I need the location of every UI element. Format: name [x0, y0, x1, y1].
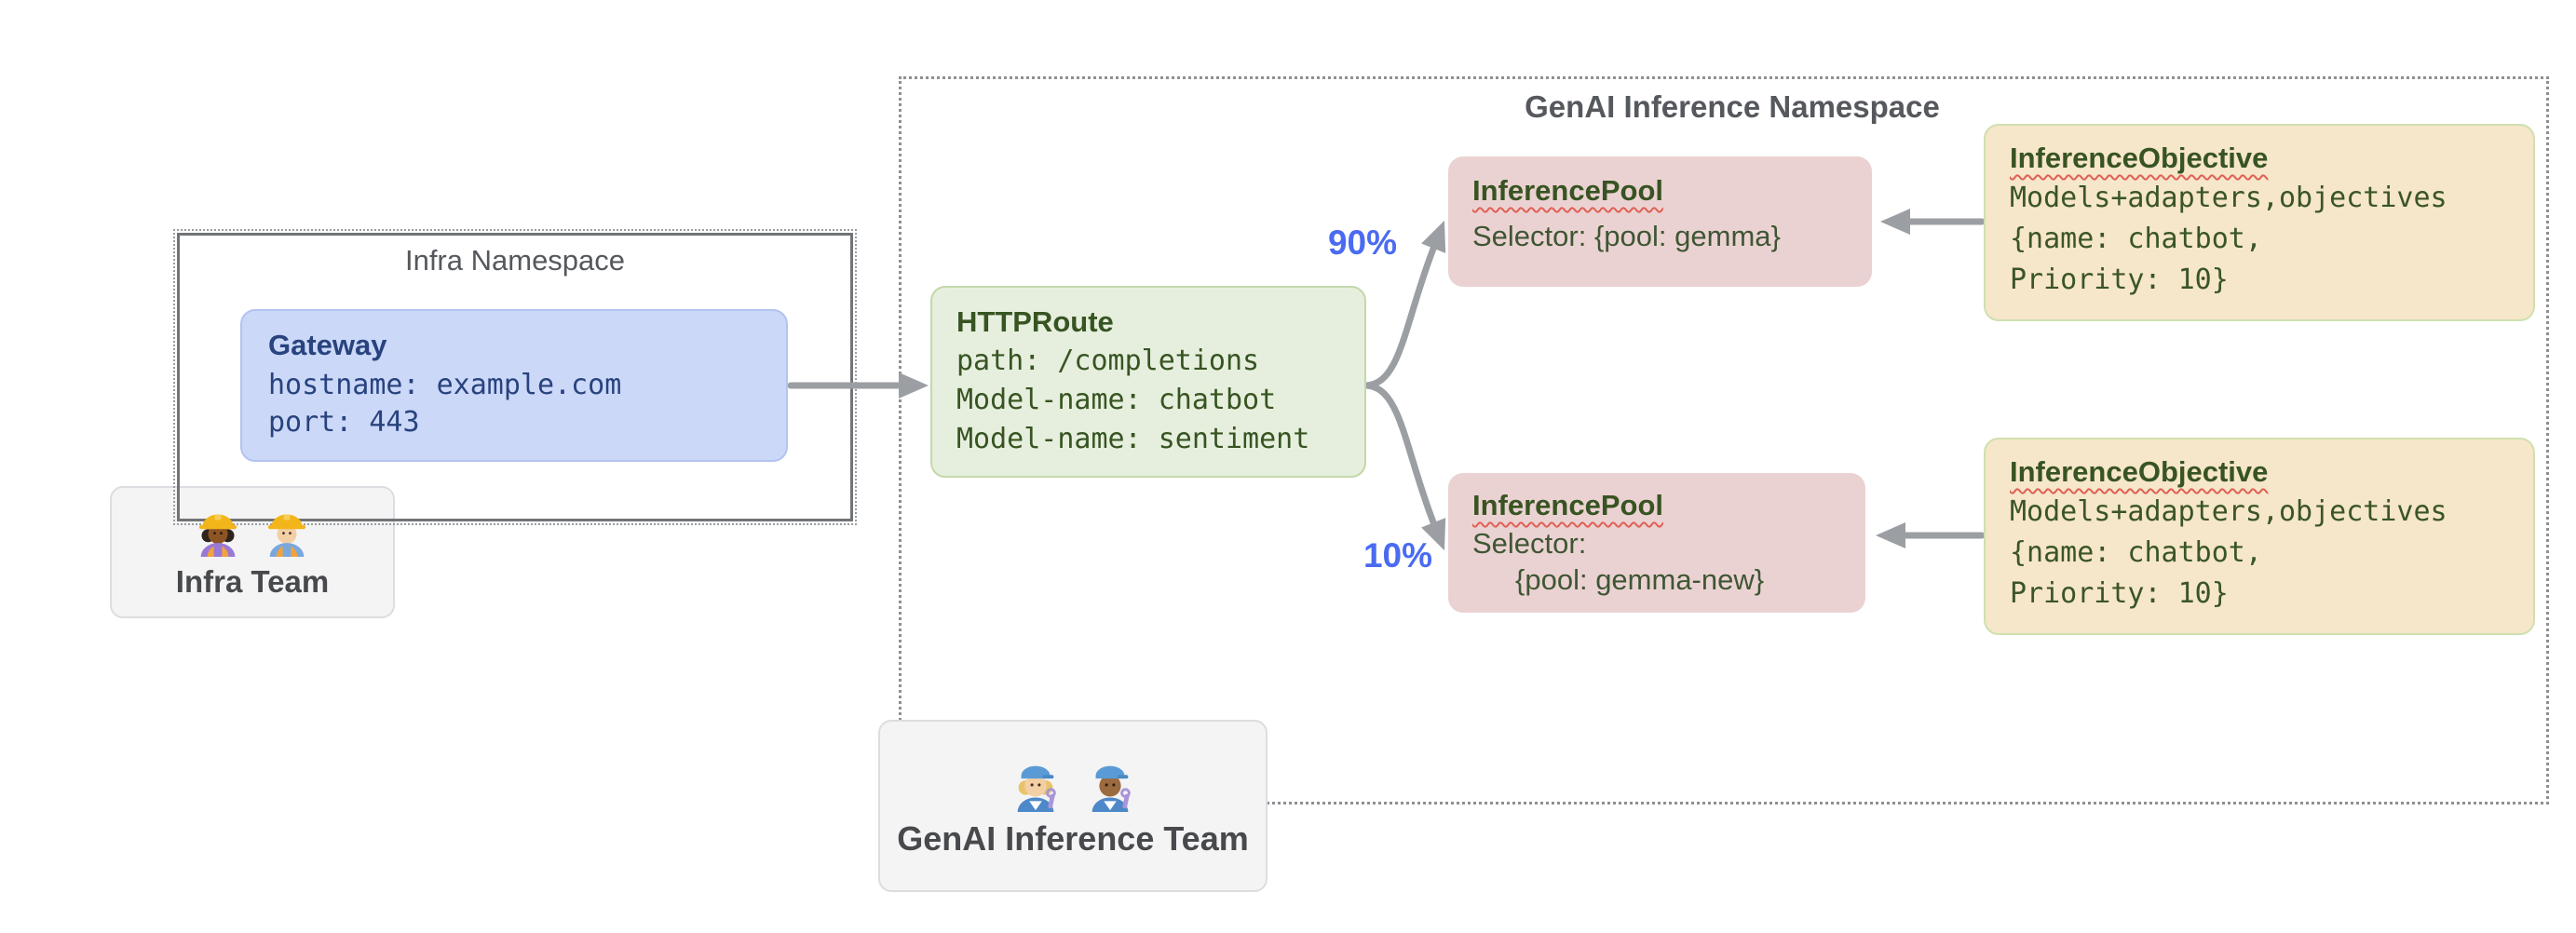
- httproute-to-pool-top-arrow: [1363, 220, 1446, 389]
- httproute-path: path: /completions: [956, 345, 1260, 377]
- gateway-hostname: hostname: example.com: [268, 369, 622, 401]
- gateway-box: Gateway hostname: example.com port: 443: [240, 309, 788, 462]
- mechanic-man-icon: [1091, 765, 1131, 812]
- inference-objective-bottom-line-2: {name: chatbot,: [2010, 536, 2262, 569]
- inference-objective-top-line-1: Models+adapters,objectives: [2010, 182, 2447, 214]
- httproute-model-2: Model-name: sentiment: [956, 423, 1310, 455]
- construction-worker-man-icon: [267, 514, 306, 557]
- infra-team: Infra Team: [110, 486, 395, 618]
- inference-pool-bottom-selector-value: {pool: gemma-new}: [1515, 563, 1765, 596]
- httproute-box: HTTPRoute path: /completions Model-name:…: [930, 286, 1366, 478]
- inference-pool-top-box: InferencePool Selector: {pool: gemma}: [1448, 156, 1872, 287]
- inference-pool-bottom-selector: Selector:: [1472, 527, 1587, 560]
- inference-objective-top-line-2: {name: chatbot,: [2010, 223, 2262, 255]
- genai-inference-namespace-title: GenAI Inference Namespace: [1525, 89, 1940, 124]
- gateway-port: port: 443: [268, 406, 420, 439]
- traffic-split-10-label: 10%: [1363, 536, 1433, 575]
- inference-pool-bottom-box: InferencePool Selector: {pool: gemma-new…: [1448, 473, 1865, 613]
- inference-objective-top-line-3: Priority: 10}: [2010, 264, 2229, 296]
- genai-team-icons: [1007, 754, 1139, 812]
- inference-pool-bottom-title: InferencePool: [1472, 489, 1663, 521]
- inference-objective-bottom-line-3: Priority: 10}: [2010, 577, 2229, 610]
- genai-team-label: GenAI Inference Team: [897, 818, 1249, 858]
- httproute-to-pool-bottom-arrow: [1363, 382, 1446, 551]
- genai-inference-team-box: GenAI Inference Team: [878, 720, 1268, 892]
- gateway-title: Gateway: [268, 329, 387, 361]
- inference-objective-top-title: InferenceObjective: [2010, 142, 2269, 174]
- infra-namespace-title: Infra Namespace: [404, 244, 626, 277]
- inference-objective-top-box: InferenceObjective Models+adapters,objec…: [1984, 124, 2535, 321]
- traffic-split-90-label: 90%: [1327, 223, 1398, 262]
- inference-objective-bottom-title: InferenceObjective: [2010, 455, 2269, 488]
- inference-objective-bottom-box: InferenceObjective Models+adapters,objec…: [1984, 438, 2535, 635]
- inference-pool-top-title: InferencePool: [1472, 174, 1663, 207]
- infra-team-icons: [192, 505, 313, 557]
- infra-team-label: Infra Team: [175, 564, 330, 599]
- inference-pool-top-selector: Selector: {pool: gemma}: [1472, 220, 1781, 252]
- construction-worker-woman-icon: [198, 514, 237, 557]
- infra-team-box: [110, 486, 395, 618]
- inference-objective-bottom-line-1: Models+adapters,objectives: [2010, 495, 2447, 528]
- httproute-title: HTTPRoute: [956, 305, 1114, 338]
- httproute-model-1: Model-name: chatbot: [956, 384, 1277, 416]
- mechanic-woman-icon: [1017, 765, 1056, 812]
